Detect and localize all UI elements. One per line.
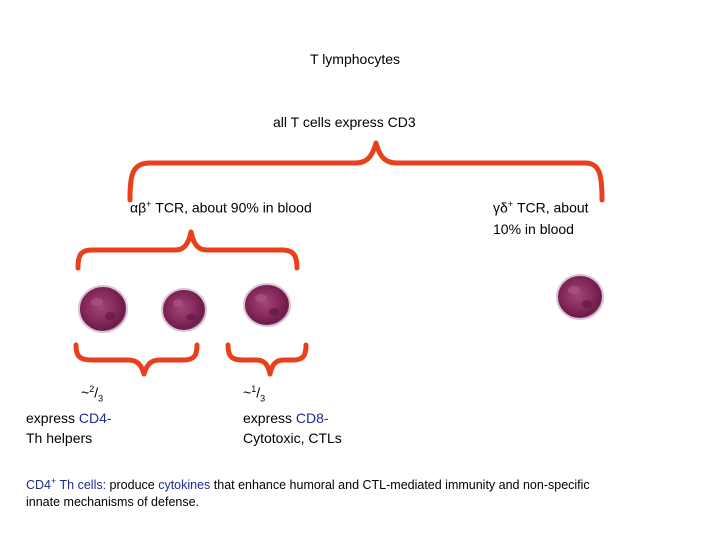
cd4-tilde: ~: [81, 384, 90, 401]
cd8-group: ~1/3 express CD8- Cytotoxic, CTLs: [243, 380, 342, 447]
footnote-line1: CD4+ Th cells: produce cytokines that en…: [26, 473, 590, 494]
footnote-term-sup: +: [51, 476, 57, 486]
alpha-beta-label: αβ+ TCR, about 90% in blood: [130, 195, 312, 217]
gamma-delta-sup: +: [507, 199, 514, 209]
t-cell-1: [78, 285, 128, 333]
footnote-part2: that enhance humoral and CTL-mediated im…: [210, 478, 590, 493]
cd8-den: 3: [260, 393, 266, 404]
cd4-num: 2: [89, 384, 95, 394]
footnote-cytokines: cytokines: [158, 478, 211, 493]
cd4-group: ~2/3 express CD4- Th helpers: [26, 380, 112, 447]
footnote-term: CD4: [26, 478, 52, 493]
gamma-delta-symbol: γδ: [493, 199, 508, 216]
t-cell-3: [243, 283, 291, 327]
alpha-beta-symbol: αβ: [130, 199, 147, 216]
t-cell-2: [161, 288, 207, 332]
cd8-tilde: ~: [243, 384, 252, 401]
cd8-express: express CD8-: [243, 409, 342, 427]
footnote-line2: innate mechanisms of defense.: [26, 495, 200, 510]
footnote-part1: produce: [106, 478, 159, 493]
alpha-beta-brace: [75, 229, 300, 271]
gamma-delta-text: TCR, about: [513, 199, 589, 216]
cd8-marker: CD8-: [295, 410, 329, 427]
diagram-title: T lymphocytes: [310, 51, 400, 67]
cd4-den: 3: [98, 393, 104, 404]
cd8-fraction: ~1/3: [243, 380, 342, 407]
t-cell-4: [556, 274, 604, 320]
gamma-delta-line1: γδ+ TCR, about: [493, 195, 589, 217]
cd4-brace: [73, 342, 200, 377]
cd8-express-text: express: [243, 410, 296, 427]
footnote-term-rest: Th cells:: [56, 478, 107, 493]
gamma-delta-line2: 10% in blood: [493, 220, 574, 237]
cd8-num: 1: [251, 384, 257, 394]
all-cells-label: all T cells express CD3: [273, 114, 416, 130]
footnote: CD4+ Th cells: produce cytokines that en…: [26, 473, 590, 511]
cd4-express: express CD4-: [26, 409, 112, 427]
alpha-beta-sup: +: [146, 199, 152, 209]
cd8-brace: [225, 342, 309, 377]
cd4-role: Th helpers: [26, 430, 93, 447]
cd4-slash: /: [94, 384, 99, 401]
cd4-marker: CD4-: [78, 410, 112, 427]
cd8-slash: /: [256, 384, 261, 401]
gamma-delta-label: γδ+ TCR, about 10% in blood: [493, 195, 589, 238]
cd4-fraction: ~2/3: [26, 380, 112, 407]
cd8-role: Cytotoxic, CTLs: [243, 430, 342, 447]
alpha-beta-text: TCR, about 90% in blood: [151, 199, 312, 216]
top-brace: [127, 140, 605, 203]
cd4-express-text: express: [26, 410, 79, 427]
